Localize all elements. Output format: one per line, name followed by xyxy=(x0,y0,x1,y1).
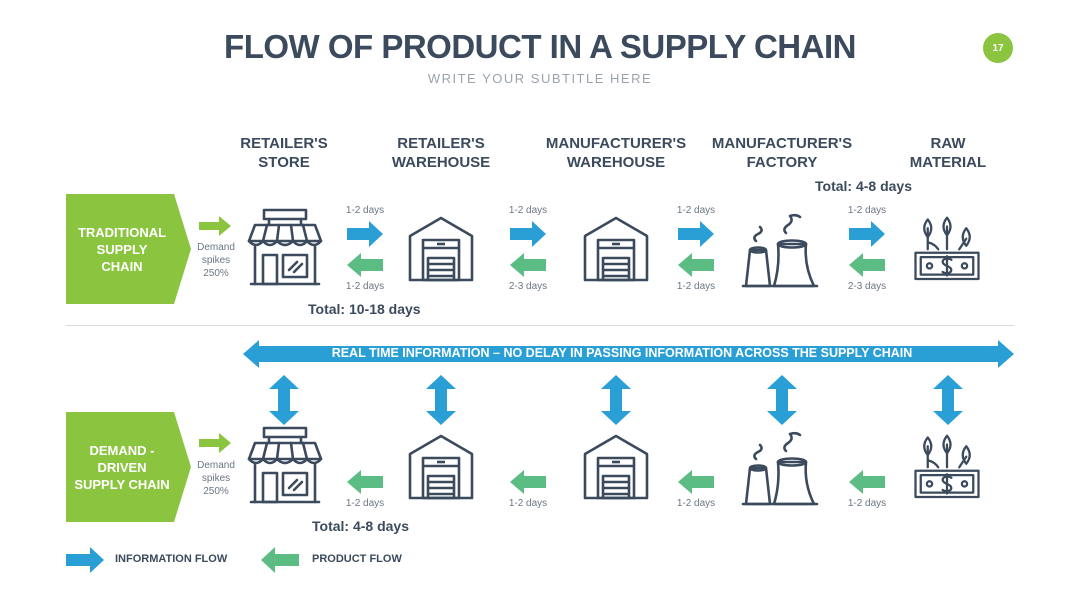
store-icon xyxy=(245,426,325,506)
column-header-retailer-store: RETAILER'S STORE xyxy=(240,135,328,171)
column-header-raw-material: RAW MATERIAL xyxy=(909,135,987,171)
page-subtitle: WRITE YOUR SUBTITLE HERE xyxy=(427,71,653,86)
demand-arrow-icon xyxy=(199,433,231,453)
info-days-label: 1-2 days xyxy=(676,205,716,216)
product-flow-arrow-icon xyxy=(347,253,383,277)
product-flow-arrow-icon xyxy=(849,470,885,494)
legend-product-flow-icon xyxy=(261,547,299,573)
product-days-label: 1-2 days xyxy=(676,281,716,292)
information-flow-arrow-icon xyxy=(678,221,714,247)
demand-arrow-icon xyxy=(199,216,231,236)
column-header-retailer-warehouse: RETAILER'S WAREHOUSE xyxy=(391,135,491,171)
legend-information-flow-icon xyxy=(66,547,104,573)
legend-information-flow-label: INFORMATION FLOW xyxy=(115,553,228,565)
information-flow-arrow-icon xyxy=(849,221,885,247)
traditional-total-info: Total: 4-8 days xyxy=(815,178,912,194)
column-header-manufacturer-factory: MANUFACTURER'S FACTORY xyxy=(711,135,853,171)
demand-driven-demand-spikes: Demand spikes 250% xyxy=(197,460,235,497)
info-days-label: 1-2 days xyxy=(508,205,548,216)
product-flow-arrow-icon xyxy=(510,470,546,494)
information-flow-arrow-icon xyxy=(510,221,546,247)
column-header-manufacturer-warehouse: MANUFACTURER'S WAREHOUSE xyxy=(545,135,687,171)
bidirectional-arrow-icon xyxy=(767,375,797,425)
info-days-label: 1-2 days xyxy=(847,205,887,216)
pentagon-shape xyxy=(66,194,191,304)
product-days-label: 2-3 days xyxy=(508,281,548,292)
bidirectional-arrow-icon xyxy=(426,375,456,425)
product-flow-arrow-icon xyxy=(510,253,546,277)
warehouse-icon xyxy=(406,432,476,502)
section-divider xyxy=(66,325,1014,326)
legend-product-flow-label: PRODUCT FLOW xyxy=(312,553,402,565)
factory-icon xyxy=(740,210,820,290)
demand-driven-supply-chain-label: DEMAND - DRIVEN SUPPLY CHAIN xyxy=(66,412,191,522)
money-plant-icon xyxy=(912,432,982,506)
page-title: FLOW OF PRODUCT IN A SUPPLY CHAIN xyxy=(224,28,856,65)
info-days-label: 1-2 days xyxy=(345,205,385,216)
product-flow-arrow-icon xyxy=(678,253,714,277)
traditional-supply-chain-label: TRADITIONAL SUPPLY CHAIN xyxy=(66,194,191,304)
bidirectional-arrow-icon xyxy=(269,375,299,425)
traditional-demand-spikes: Demand spikes 250% xyxy=(197,242,235,279)
information-flow-arrow-icon xyxy=(347,221,383,247)
product-flow-arrow-icon xyxy=(849,253,885,277)
product-days-label: 1-2 days xyxy=(676,498,716,509)
money-plant-icon xyxy=(912,214,982,288)
product-days-label: 1-2 days xyxy=(345,281,385,292)
real-time-information-banner-arrow xyxy=(243,340,1014,368)
product-days-label: 1-2 days xyxy=(508,498,548,509)
warehouse-icon xyxy=(581,214,651,284)
warehouse-icon xyxy=(581,432,651,502)
product-days-label: 1-2 days xyxy=(847,498,887,509)
bidirectional-arrow-icon xyxy=(601,375,631,425)
traditional-total-product: Total: 10-18 days xyxy=(308,301,421,317)
product-days-label: 1-2 days xyxy=(345,498,385,509)
product-flow-arrow-icon xyxy=(347,470,383,494)
page-number-badge: 17 xyxy=(983,33,1013,63)
bidirectional-arrow-icon xyxy=(933,375,963,425)
real-time-information-banner-text: REAL TIME INFORMATION – NO DELAY IN PASS… xyxy=(331,346,913,360)
warehouse-icon xyxy=(406,214,476,284)
product-flow-arrow-icon xyxy=(678,470,714,494)
pentagon-shape xyxy=(66,412,191,522)
demand-driven-total-product: Total: 4-8 days xyxy=(312,518,409,534)
factory-icon xyxy=(740,428,820,508)
product-days-label: 2-3 days xyxy=(847,281,887,292)
store-icon xyxy=(245,208,325,288)
